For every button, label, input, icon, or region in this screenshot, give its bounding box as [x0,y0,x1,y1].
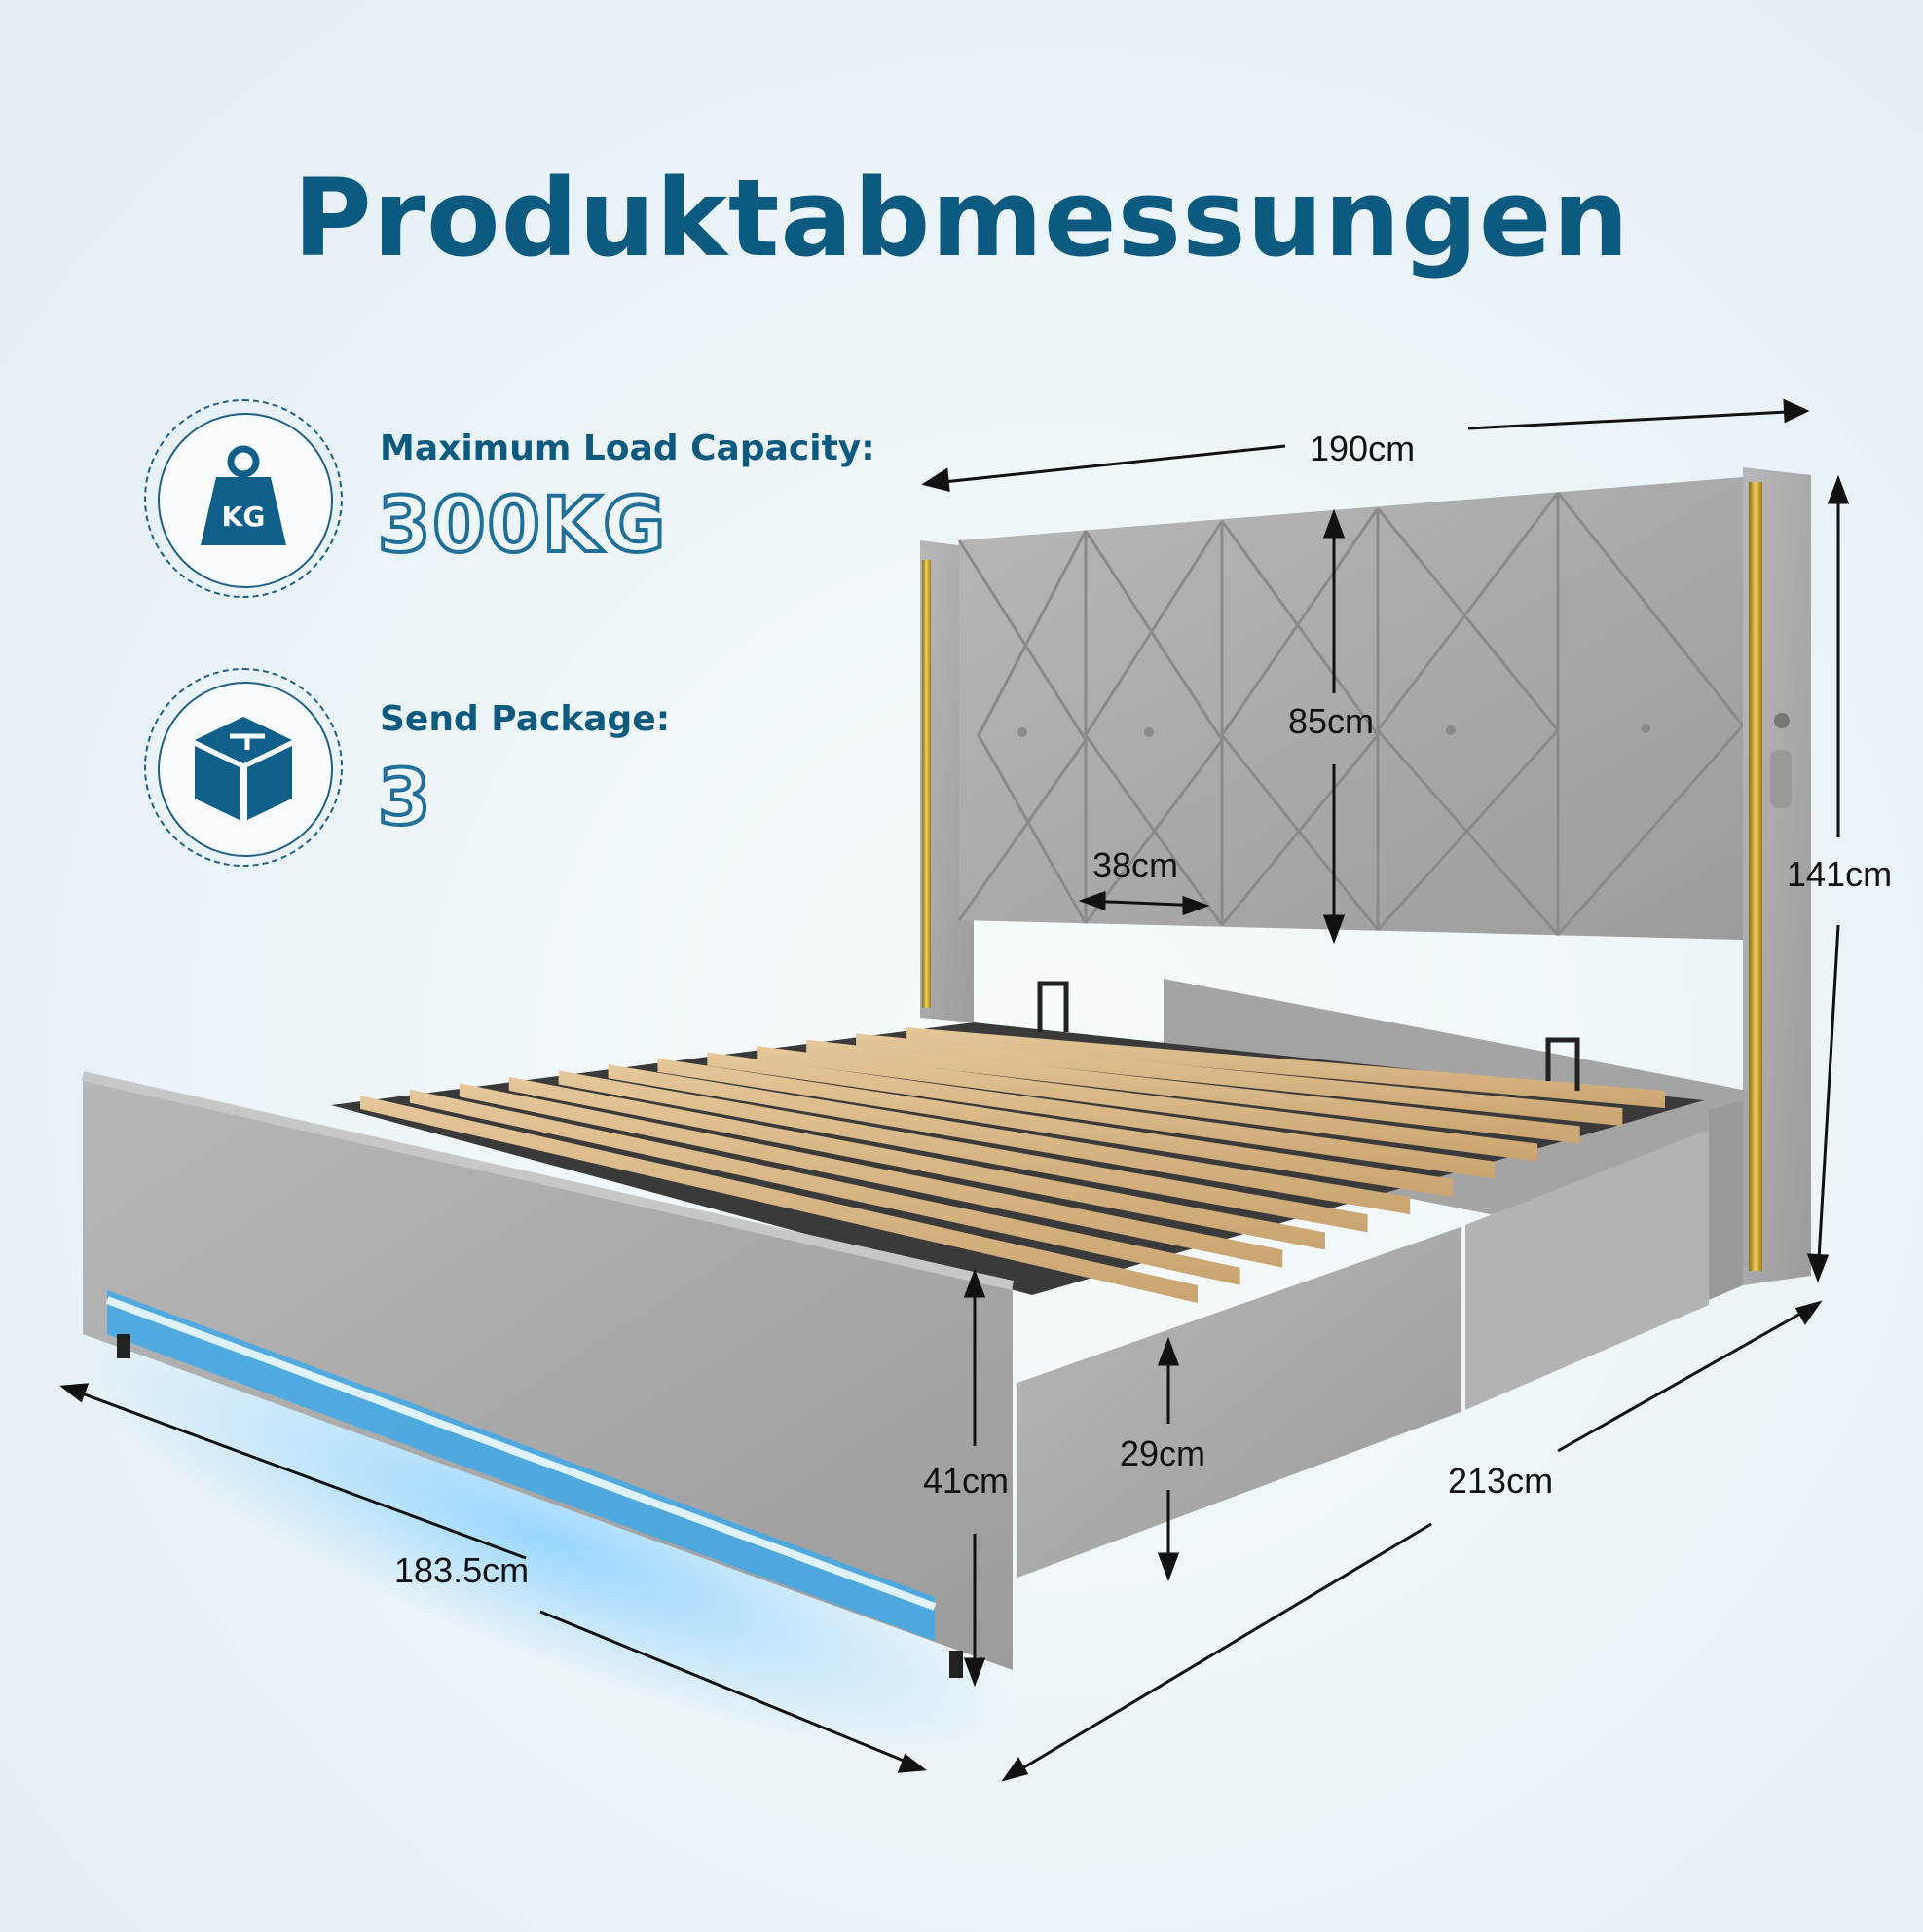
headboard-buttons [1017,724,1650,737]
dimension-headboard-height-label: 85cm [1288,701,1375,741]
package-badge [144,668,343,867]
headboard [959,477,1743,940]
lift-handle-left [1037,981,1069,1032]
usb-port [1774,713,1790,728]
slat [608,1064,1411,1215]
slat [707,1052,1496,1179]
slat [906,1027,1665,1108]
dimension-panel-width-label: 38cm [1092,845,1179,885]
weight-icon-text: KG [222,501,266,533]
slat [757,1046,1538,1162]
page-title: Produktabmessungen [293,156,1630,280]
led-glow [73,1319,1017,1758]
dimension-footboard-height-label: 41cm [923,1461,1010,1501]
slat [508,1076,1325,1250]
load-capacity-value: 300KG [376,480,668,572]
dimension-length-label: 190cm [1310,428,1416,468]
rail-end [1709,1100,1743,1300]
send-package-label: Send Package: [380,699,671,739]
slat [558,1070,1368,1233]
slats [360,1027,1665,1303]
slat [806,1039,1580,1144]
dimension-depth-label: 213cm [1448,1461,1554,1501]
dimension-lines [59,398,1850,1782]
slat [657,1058,1453,1197]
footboard [83,1076,1013,1670]
led-highlight [105,1296,937,1611]
foot-left [117,1334,130,1358]
footboard-top-edge [81,1071,1015,1290]
send-package-value: 3 [376,753,433,844]
gold-trim-right [1749,482,1762,1271]
weight-badge: KG [144,399,343,598]
dimension-rail-height-label: 29cm [1120,1433,1206,1473]
gold-trim-left [922,560,931,1008]
slat [459,1083,1283,1268]
slat [856,1033,1623,1127]
side-pocket [1770,750,1792,808]
foot-right [949,1651,963,1678]
lift-handle-right [1545,1037,1580,1091]
box-icon [195,717,292,820]
slat [360,1096,1198,1303]
storage-drawer [1465,1130,1709,1410]
side-rail-front [1017,1227,1461,1578]
load-capacity-label: Maximum Load Capacity: [380,428,875,468]
dimension-width-label: 183.5cm [394,1550,530,1590]
slat [409,1089,1240,1285]
weight-icon: KG [201,445,286,545]
dimension-total-height-label: 141cm [1787,854,1893,894]
